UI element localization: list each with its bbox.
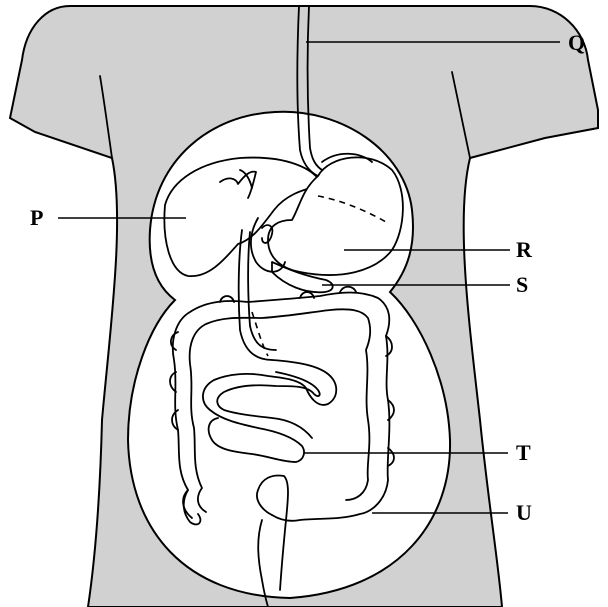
label-S: S: [516, 272, 528, 297]
label-U: U: [516, 500, 532, 525]
label-P: P: [30, 205, 43, 230]
label-Q: Q: [568, 30, 585, 55]
label-T: T: [516, 440, 531, 465]
label-R: R: [516, 237, 533, 262]
